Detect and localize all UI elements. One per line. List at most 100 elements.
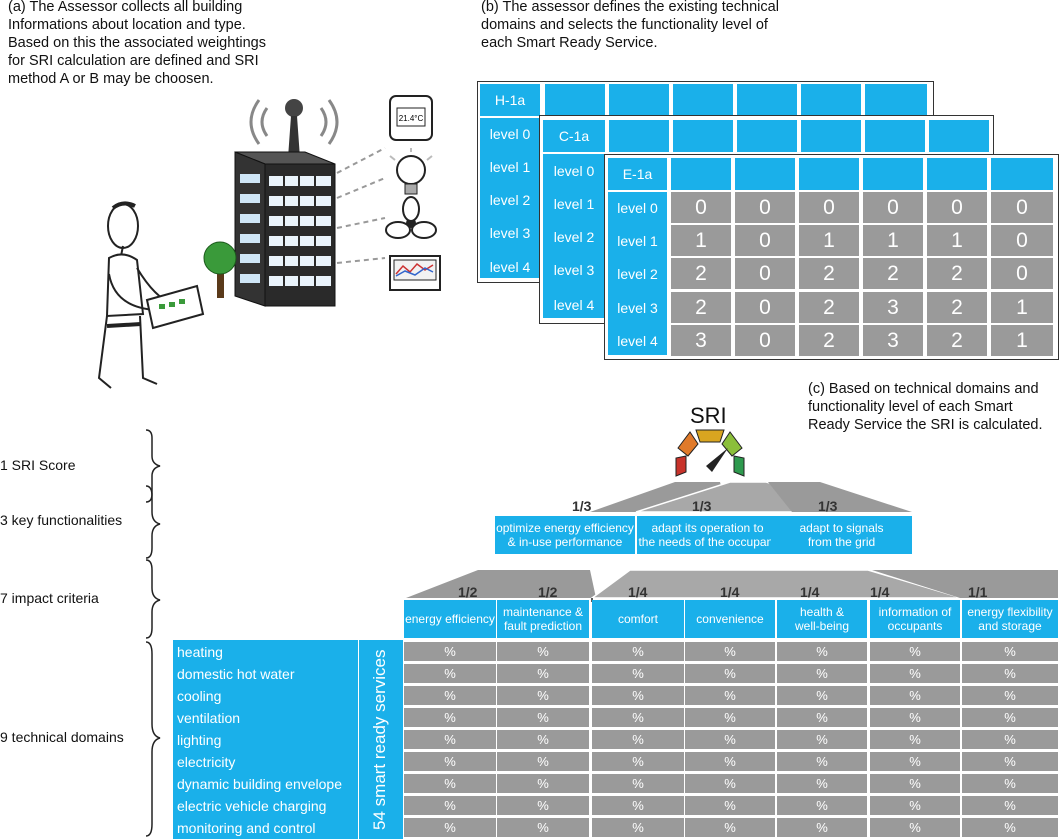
impact-criterion-box: health & well-being [777, 600, 867, 638]
percentage-cell: % [592, 708, 684, 727]
caption-b: (b) The assessor defines the existing te… [481, 0, 779, 51]
impact-criterion-box: comfort [592, 600, 684, 638]
card-h1a-level: level 3 [489, 225, 531, 241]
impact-criterion-box: maintenance & fault prediction [497, 600, 589, 638]
level-value-cell: 2 [799, 258, 859, 289]
level-value-cell: 1 [863, 225, 923, 256]
light-bulb-icon [389, 148, 433, 195]
level-value-cell: 0 [735, 292, 795, 323]
percentage-cell: % [592, 752, 684, 771]
card-c1a-header-cell [673, 120, 733, 152]
level-value-cell: 0 [863, 192, 923, 223]
percentage-cell: % [592, 664, 684, 683]
sri-title: SRI [690, 403, 727, 428]
impact-criterion-label: health & well-being [794, 605, 850, 633]
level-value-cell: 3 [863, 292, 923, 323]
services-label: smart ready services [370, 649, 389, 807]
percentage-cell: % [592, 774, 684, 793]
card-h1a-title: H-1a [480, 84, 540, 116]
card-e1a-levels-column [608, 192, 667, 355]
percentage-cell: % [685, 730, 775, 749]
percentage-cell: % [497, 796, 589, 815]
percentage-cell: % [685, 774, 775, 793]
percentage-cell: % [404, 642, 496, 661]
level-value-cell: 0 [735, 225, 795, 256]
card-e1a-header-cell [735, 158, 795, 190]
technical-domain-item: domestic hot water [177, 666, 295, 682]
percentage-cell: % [404, 686, 496, 705]
card-c1a-header-cell [737, 120, 797, 152]
card-h1a-level: level 4 [489, 259, 531, 275]
level-value-cell: 2 [671, 292, 731, 323]
card-e1a-header-cell [671, 158, 731, 190]
percentage-cell: % [870, 774, 960, 793]
percentage-cell: % [497, 818, 589, 837]
percentage-cell: % [870, 730, 960, 749]
ic-weight: 1/4 [720, 584, 740, 600]
level-value-cell: 2 [863, 258, 923, 289]
percentage-cell: % [497, 774, 589, 793]
smart-ready-services-label: 54 smart ready services [370, 650, 390, 830]
impact-criterion-label: convenience [696, 612, 764, 626]
percentage-cell: % [870, 686, 960, 705]
percentage-cell: % [777, 642, 867, 661]
percentage-cell: % [685, 642, 775, 661]
percentage-cell: % [592, 686, 684, 705]
tablet-icon [145, 284, 205, 330]
technical-domain-item: ventilation [177, 710, 241, 726]
card-e1a-level: level 3 [617, 299, 658, 316]
card-c1a-level: level 0 [553, 162, 595, 179]
impact-criterion-label: energy efficiency [405, 612, 495, 626]
card-e1a-level: level 4 [617, 332, 658, 349]
percentage-cell: % [870, 752, 960, 771]
card-c1a-level: level 2 [553, 228, 595, 245]
card-h1a-level: level 1 [489, 159, 531, 175]
hierarchy-label-technical-domains: 9 technical domains [0, 729, 124, 745]
percentage-cell: % [870, 642, 960, 661]
card-e1a-header-cell [991, 158, 1053, 190]
percentage-cell: % [777, 686, 867, 705]
percentage-cell: % [404, 818, 496, 837]
percentage-cell: % [777, 796, 867, 815]
percentage-cell: % [497, 708, 589, 727]
technical-domain-item: heating [177, 644, 223, 660]
thermostat-icon: 21.4°C [389, 95, 433, 141]
card-h1a-header-cell [801, 84, 861, 116]
level-value-cell: 0 [671, 192, 731, 223]
kf-label: optimize energy efficiency & in-use perf… [496, 521, 634, 549]
kf-weight: 1/3 [692, 498, 712, 514]
technical-domain-item: cooling [177, 688, 222, 704]
caption-a: (a) The Assessor collects all building I… [8, 0, 266, 87]
percentage-cell: % [870, 708, 960, 727]
percentage-cell: % [962, 774, 1058, 793]
percentage-cell: % [777, 730, 867, 749]
level-value-cell: 0 [735, 258, 795, 289]
card-c1a-levels-column [543, 154, 605, 318]
percentage-cell: % [962, 818, 1058, 837]
level-value-cell: 1 [991, 292, 1053, 323]
percentage-cell: % [497, 664, 589, 683]
percentage-cell: % [685, 708, 775, 727]
impact-criterion-box: energy flexibility and storage [962, 600, 1058, 638]
kf-adapt-to-occupant: adapt its operation to the needs of the … [637, 516, 778, 554]
sri-gauge-icon [675, 429, 745, 477]
percentage-cell: % [962, 664, 1058, 683]
percentage-cell: % [592, 642, 684, 661]
hierarchy-label-sri-score: 1 SRI Score [0, 457, 76, 473]
weighting-trapezoids [406, 481, 1058, 602]
card-e1a-header-cell [799, 158, 859, 190]
kf-label: adapt to signals from the grid [799, 521, 884, 549]
percentage-cell: % [777, 752, 867, 771]
level-value-cell: 0 [991, 225, 1053, 256]
card-h1a-header-cell [545, 84, 605, 116]
kf-weight: 1/3 [572, 498, 592, 514]
percentage-cell: % [777, 664, 867, 683]
level-value-cell: 0 [927, 192, 987, 223]
level-value-cell: 0 [735, 325, 795, 356]
level-value-cell: 0 [799, 192, 859, 223]
level-value-cell: 2 [799, 325, 859, 356]
level-value-cell: 2 [927, 325, 987, 356]
card-h1a-levels-column [480, 118, 540, 278]
level-value-cell: 2 [927, 292, 987, 323]
ic-weight: 1/4 [800, 584, 820, 600]
